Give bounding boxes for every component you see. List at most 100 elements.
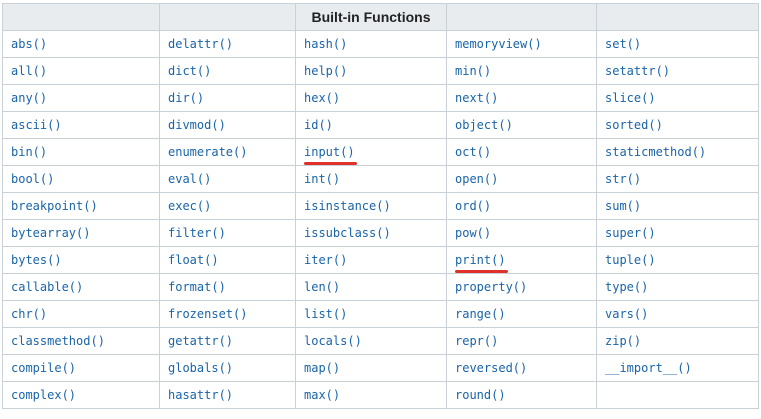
function-link[interactable]: complex(): [11, 388, 77, 402]
function-link[interactable]: id(): [304, 118, 333, 132]
function-link[interactable]: bytes(): [11, 253, 62, 267]
function-link[interactable]: property(): [455, 280, 528, 294]
function-link[interactable]: callable(): [11, 280, 84, 294]
table-cell: hash(): [295, 30, 447, 58]
function-link[interactable]: list(): [304, 307, 348, 321]
function-link[interactable]: enumerate(): [168, 145, 248, 159]
function-link[interactable]: compile(): [11, 361, 77, 375]
table-cell: next(): [446, 84, 597, 112]
function-link[interactable]: slice(): [605, 91, 656, 105]
function-link[interactable]: bin(): [11, 145, 48, 159]
function-link[interactable]: sum(): [605, 199, 642, 213]
function-link[interactable]: format(): [168, 280, 226, 294]
table-cell: float(): [159, 246, 296, 274]
function-link[interactable]: open(): [455, 172, 499, 186]
table-row: any() dir() hex() next() slice(): [2, 84, 759, 112]
function-link[interactable]: abs(): [11, 37, 48, 51]
function-link[interactable]: help(): [304, 64, 348, 78]
function-link[interactable]: object(): [455, 118, 513, 132]
function-link[interactable]: repr(): [455, 334, 499, 348]
function-link[interactable]: chr(): [11, 307, 48, 321]
function-link[interactable]: oct(): [455, 145, 492, 159]
function-link[interactable]: vars(): [605, 307, 649, 321]
function-link[interactable]: zip(): [605, 334, 642, 348]
function-link[interactable]: isinstance(): [304, 199, 391, 213]
function-link[interactable]: map(): [304, 361, 341, 375]
table-cell: compile(): [2, 354, 160, 382]
function-link[interactable]: divmod(): [168, 118, 226, 132]
table-cell: any(): [2, 84, 160, 112]
table-cell: globals(): [159, 354, 296, 382]
function-link[interactable]: str(): [605, 172, 642, 186]
table-header-row: Built-in Functions: [2, 3, 759, 31]
function-link[interactable]: any(): [11, 91, 48, 105]
table-row: abs() delattr() hash() memoryview() set(): [2, 30, 759, 58]
function-link[interactable]: locals(): [304, 334, 362, 348]
function-link[interactable]: min(): [455, 64, 492, 78]
function-link[interactable]: memoryview(): [455, 37, 542, 51]
function-link[interactable]: setattr(): [605, 64, 671, 78]
table-cell: int(): [295, 165, 447, 193]
table-cell: ord(): [446, 192, 597, 220]
function-link[interactable]: hash(): [304, 37, 348, 51]
table-row: breakpoint() exec() isinstance() ord() sum(): [2, 192, 759, 220]
table-cell: iter(): [295, 246, 447, 274]
table-cell: frozenset(): [159, 300, 296, 328]
function-link[interactable]: dir(): [168, 91, 205, 105]
table-row: bytearray() filter() issubclass() pow() supe…: [2, 219, 759, 247]
table-cell: len(): [295, 273, 447, 301]
table-cell: [596, 381, 759, 409]
function-link[interactable]: bytearray(): [11, 226, 91, 240]
function-link[interactable]: int(): [304, 172, 341, 186]
function-link[interactable]: range(): [455, 307, 506, 321]
function-link[interactable]: globals(): [168, 361, 234, 375]
function-link[interactable]: reversed(): [455, 361, 528, 375]
function-link[interactable]: len(): [304, 280, 341, 294]
function-link[interactable]: __import__(): [605, 361, 692, 375]
function-link[interactable]: frozenset(): [168, 307, 248, 321]
function-link[interactable]: classmethod(): [11, 334, 105, 348]
function-link[interactable]: tuple(): [605, 253, 656, 267]
table-cell: sorted(): [596, 111, 759, 139]
function-link[interactable]: pow(): [455, 226, 492, 240]
function-link[interactable]: issubclass(): [304, 226, 391, 240]
table-row: bin() enumerate() input() oct() staticmethod…: [2, 138, 759, 166]
function-link[interactable]: input(): [304, 145, 357, 165]
function-link[interactable]: super(): [605, 226, 656, 240]
function-link[interactable]: next(): [455, 91, 499, 105]
function-link[interactable]: float(): [168, 253, 219, 267]
function-link[interactable]: delattr(): [168, 37, 234, 51]
function-link[interactable]: dict(): [168, 64, 212, 78]
function-link[interactable]: exec(): [168, 199, 212, 213]
table-row: ascii() divmod() id() object() sorted(): [2, 111, 759, 139]
function-link[interactable]: getattr(): [168, 334, 234, 348]
function-link[interactable]: bool(): [11, 172, 55, 186]
function-link[interactable]: sorted(): [605, 118, 663, 132]
table-cell: complex(): [2, 381, 160, 409]
function-link[interactable]: hex(): [304, 91, 341, 105]
function-link[interactable]: breakpoint(): [11, 199, 98, 213]
function-link[interactable]: hasattr(): [168, 388, 234, 402]
function-link[interactable]: all(): [11, 64, 48, 78]
function-link[interactable]: print(): [455, 253, 508, 273]
table-row: complex() hasattr() max() round(): [2, 381, 759, 409]
function-link[interactable]: set(): [605, 37, 642, 51]
function-link[interactable]: ord(): [455, 199, 492, 213]
table-cell: filter(): [159, 219, 296, 247]
function-link[interactable]: staticmethod(): [605, 145, 707, 159]
table-cell: reversed(): [446, 354, 597, 382]
table-cell: min(): [446, 57, 597, 85]
function-link[interactable]: iter(): [304, 253, 348, 267]
table-cell: eval(): [159, 165, 296, 193]
function-link[interactable]: eval(): [168, 172, 212, 186]
function-link[interactable]: ascii(): [11, 118, 62, 132]
table-cell: list(): [295, 300, 447, 328]
function-link[interactable]: round(): [455, 388, 506, 402]
table-cell: vars(): [596, 300, 759, 328]
function-link[interactable]: max(): [304, 388, 341, 402]
table-cell: print(): [446, 246, 597, 274]
table-cell: hasattr(): [159, 381, 296, 409]
function-link[interactable]: type(): [605, 280, 649, 294]
table-cell: bool(): [2, 165, 160, 193]
function-link[interactable]: filter(): [168, 226, 226, 240]
